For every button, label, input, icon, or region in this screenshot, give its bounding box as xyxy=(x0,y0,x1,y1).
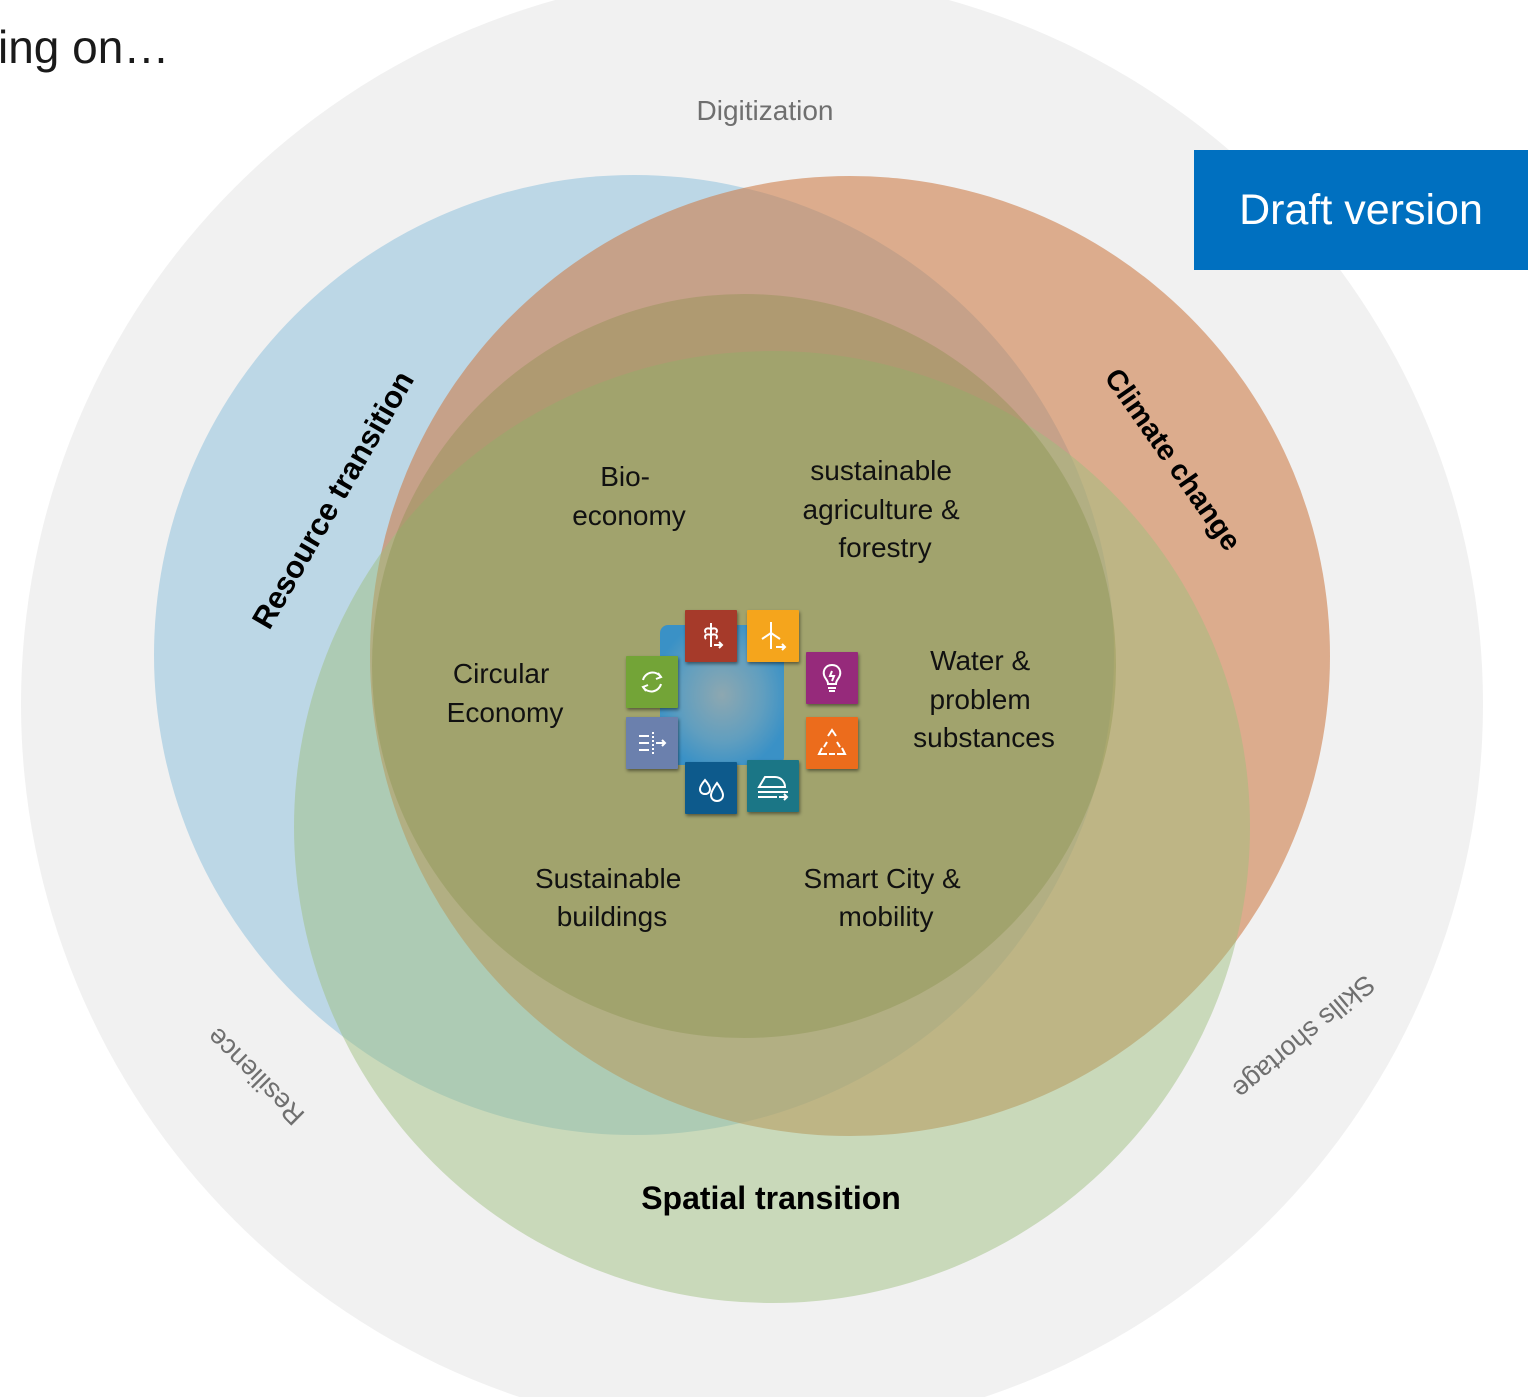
topic-line: problem xyxy=(930,684,1031,715)
topic-line: agriculture & xyxy=(803,494,961,525)
topic-line: Bio- xyxy=(600,461,650,492)
draft-version-badge: Draft version xyxy=(1194,150,1528,270)
topic-line: sustainable xyxy=(810,455,952,486)
topic-bioeconomy: Bio- economy xyxy=(572,461,686,531)
topic-water-problem-substances: Water & problem substances xyxy=(913,645,1055,753)
topic-sustainable-buildings: Sustainable buildings xyxy=(535,863,689,932)
topic-line: Economy xyxy=(447,697,564,728)
filter-icon xyxy=(626,717,678,769)
topic-line: Circular xyxy=(453,658,549,689)
wind-turbine-icon xyxy=(747,610,799,662)
recycle-icon xyxy=(806,717,858,769)
topic-line: mobility xyxy=(839,901,934,932)
topic-line: Smart City & xyxy=(804,863,961,894)
circular-arrows-icon xyxy=(626,656,678,708)
topic-line: buildings xyxy=(557,901,668,932)
topic-sustainable-agriculture: sustainable agriculture & forestry xyxy=(803,455,968,563)
circle-spatial-transition xyxy=(294,351,1250,1303)
topic-line: forestry xyxy=(838,532,931,563)
water-drops-icon xyxy=(685,762,737,814)
digitization-label: Digitization xyxy=(697,95,834,126)
topic-line: Sustainable xyxy=(535,863,681,894)
topic-line: substances xyxy=(913,722,1055,753)
lightbulb-icon xyxy=(806,652,858,704)
topic-circular-economy: Circular Economy xyxy=(447,658,564,728)
page-title: ing on… xyxy=(0,21,170,73)
topic-line: Water & xyxy=(930,645,1030,676)
spatial-transition-label: Spatial transition xyxy=(641,1180,901,1216)
topic-smart-city-mobility: Smart City & mobility xyxy=(804,863,969,932)
train-icon xyxy=(747,760,799,812)
wheat-icon xyxy=(685,610,737,662)
topic-line: economy xyxy=(572,500,686,531)
